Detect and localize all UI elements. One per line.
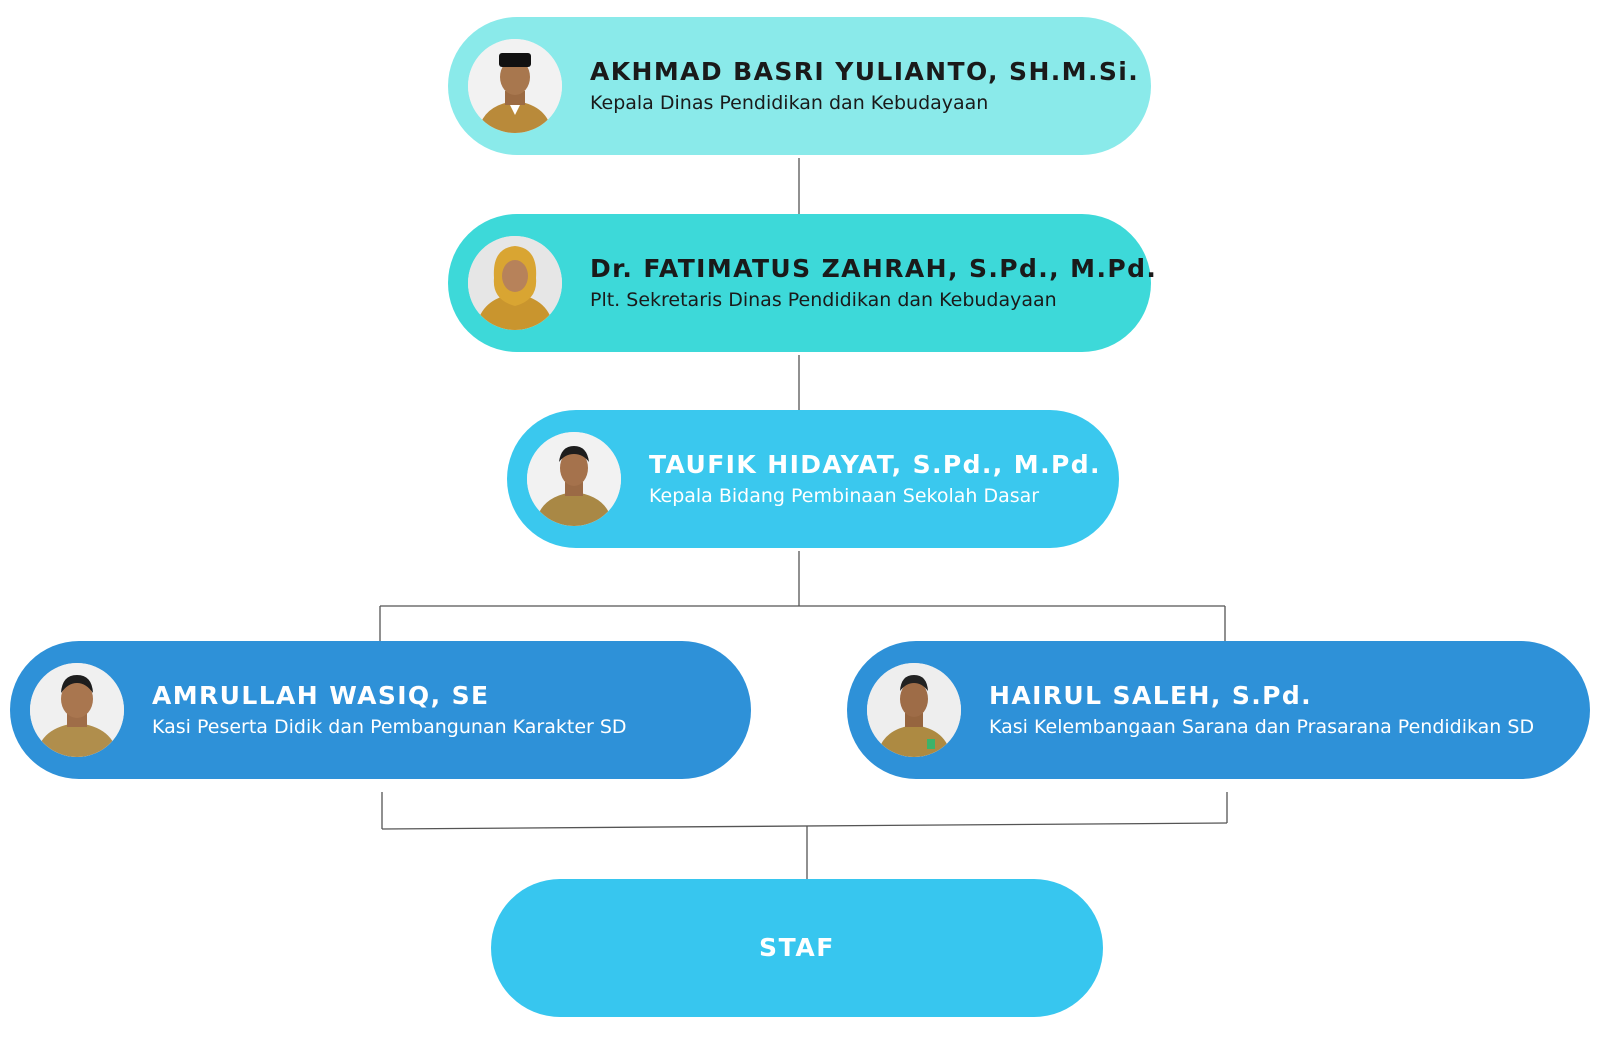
portrait-photo	[527, 432, 621, 526]
person-name: HAIRUL SALEH, S.Pd.	[989, 681, 1313, 710]
person-name: TAUFIK HIDAYAT, S.Pd., M.Pd.	[649, 450, 1101, 479]
connector-merge-bottom	[381, 822, 1228, 830]
node-kepala-bidang: TAUFIK HIDAYAT, S.Pd., M.Pd. Kepala Bida…	[507, 410, 1119, 548]
person-name: Dr. FATIMATUS ZAHRAH, S.Pd., M.Pd.	[590, 254, 1158, 283]
person-name: AMRULLAH WASIQ, SE	[152, 681, 490, 710]
node-staf: STAF	[491, 879, 1103, 1017]
staf-label: STAF	[759, 933, 835, 962]
portrait-photo	[30, 663, 124, 757]
portrait-photo	[468, 39, 562, 133]
person-role: Kasi Peserta Didik dan Pembangunan Karak…	[152, 716, 627, 738]
person-role: Kepala Dinas Pendidikan dan Kebudayaan	[590, 92, 989, 114]
node-sekretaris: Dr. FATIMATUS ZAHRAH, S.Pd., M.Pd. Plt. …	[448, 214, 1158, 352]
person-role: Plt. Sekretaris Dinas Pendidikan dan Keb…	[590, 289, 1057, 311]
portrait-photo	[468, 236, 562, 330]
portrait-photo	[867, 663, 961, 757]
node-kasi-peserta-didik: AMRULLAH WASIQ, SE Kasi Peserta Didik da…	[10, 641, 751, 779]
node-kasi-kelembagaan: HAIRUL SALEH, S.Pd. Kasi Kelembangaan Sa…	[847, 641, 1590, 779]
node-kepala-dinas: AKHMAD BASRI YULIANTO, SH.M.Si. Kepala D…	[448, 17, 1151, 155]
person-role: Kepala Bidang Pembinaan Sekolah Dasar	[649, 485, 1040, 507]
person-name: AKHMAD BASRI YULIANTO, SH.M.Si.	[590, 57, 1140, 86]
person-role: Kasi Kelembangaan Sarana dan Prasarana P…	[989, 716, 1535, 738]
